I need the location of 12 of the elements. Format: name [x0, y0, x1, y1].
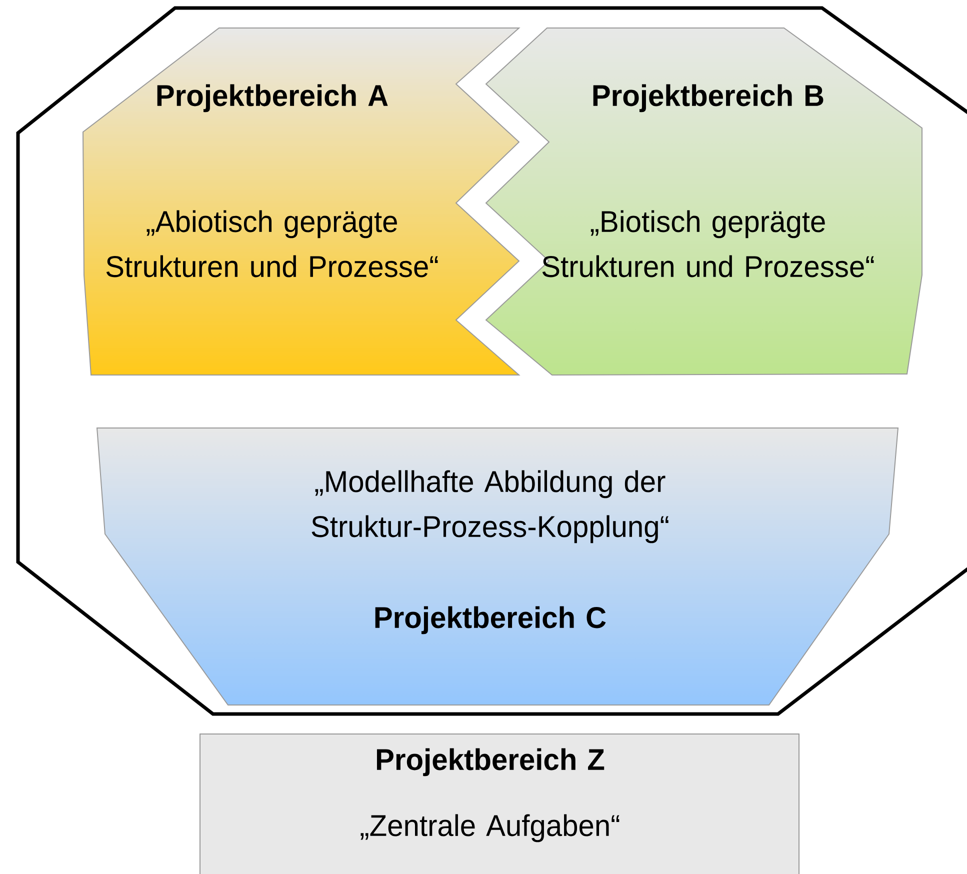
project-area	[82, 28, 520, 376]
section-heading: Projektbereich A	[157, 84, 388, 112]
description-text: „Abiotisch geprägte Strukturen und Prozesse“	[106, 210, 438, 278]
description-text: „Biotisch geprägte Strukturen und Prozesse“	[542, 210, 874, 278]
description-text: „Zentrale Aufgaben“	[360, 814, 620, 842]
project-area	[485, 28, 922, 376]
octagon-frame	[16, 6, 967, 716]
section-heading: Projektbereich C	[375, 606, 606, 634]
section-heading: Projektbereich B	[593, 84, 824, 112]
project-area	[200, 734, 800, 874]
description-text: „Modellhafte Abbildung der Struktur-Prozess-Kopplung“	[312, 470, 668, 544]
section-heading: Projektbereich Z	[376, 748, 604, 776]
